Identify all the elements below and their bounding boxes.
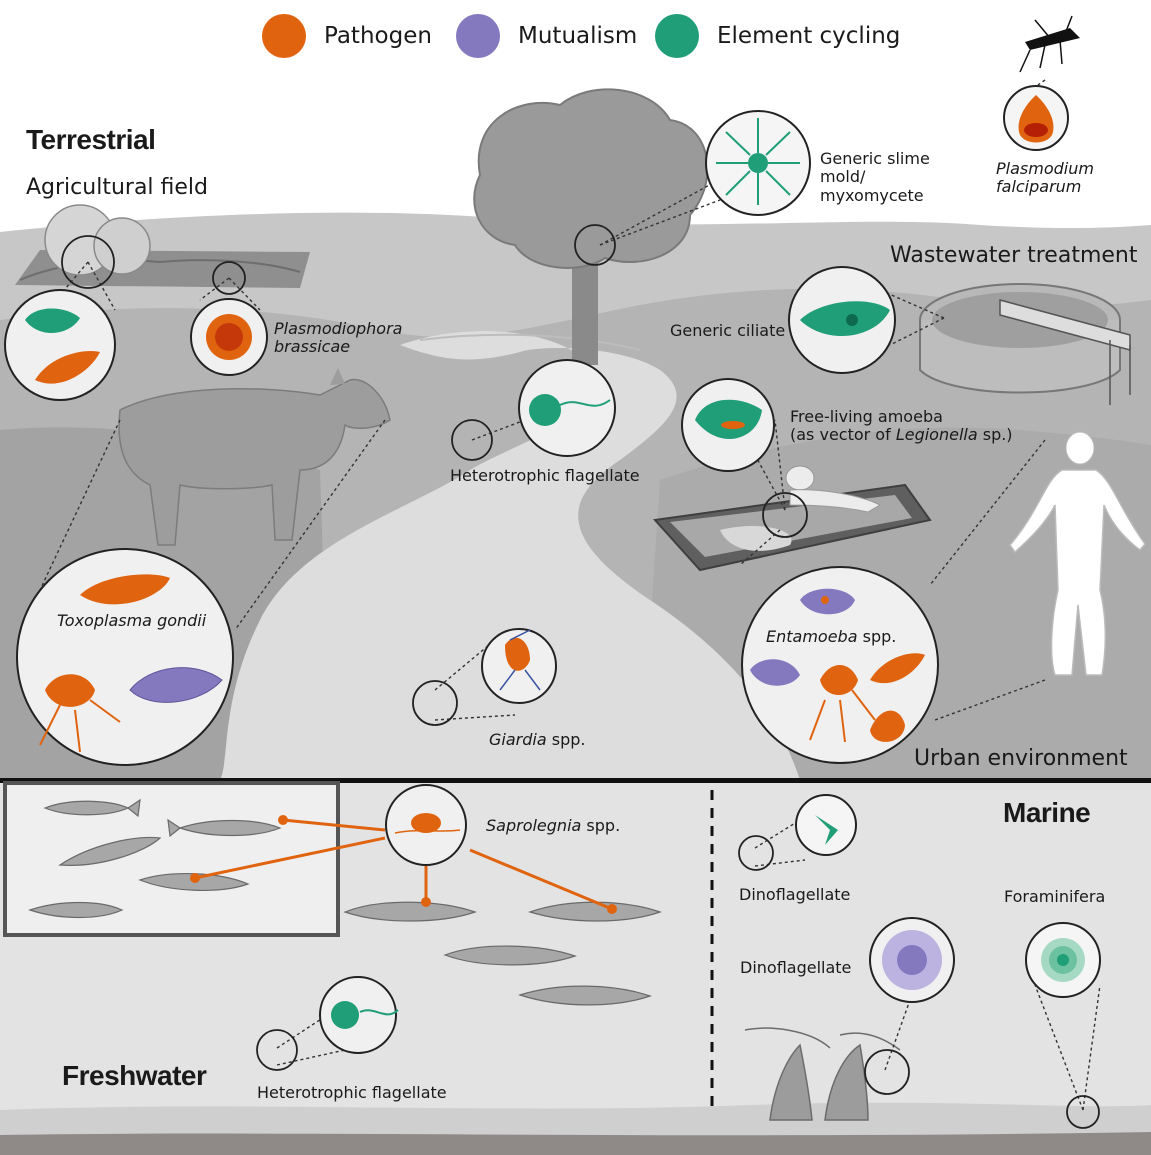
label-entamoeba-spp: spp. (857, 627, 897, 646)
saprolegnia-link-dots (190, 815, 617, 914)
section-divider (0, 778, 1151, 783)
section-urban-environment: Urban environment (914, 746, 1128, 771)
label-saprolegnia-spp: spp. (581, 816, 621, 835)
label-toxoplasma: Toxoplasma gondii (57, 611, 207, 630)
zoom-circle-foraminifera (1025, 922, 1101, 998)
zoom-circle-plasmodiophora (190, 298, 268, 376)
zoom-circle-toxoplasma (16, 548, 234, 766)
legend-element-cycling-dot (655, 14, 699, 58)
label-giardia: Giardia spp. (489, 730, 586, 749)
zoom-origin-circles (61, 224, 1100, 1129)
sea-anemone (744, 1027, 901, 1121)
zoom-circle-dinoflagellate-1 (795, 794, 857, 856)
zoom-circle-slime-mold (705, 110, 811, 216)
human-figure (1009, 431, 1146, 676)
callout-connectors (39, 79, 1101, 1111)
wastewater-tank (919, 283, 1131, 405)
label-legionella: Legionella (895, 425, 978, 445)
label-dinoflagellate-2: Dinoflagellate (740, 958, 852, 977)
legend-mutualism-dot (456, 14, 500, 58)
label-plasmodiophora: Plasmodiophora brassicae (274, 319, 403, 357)
zoom-circle-agri-cells (4, 289, 116, 401)
label-entamoeba-genus: Entamoeba (766, 627, 858, 646)
legend-pathogen: Pathogen (262, 14, 432, 58)
label-generic-ciliate: Generic ciliate (670, 321, 786, 340)
zoom-circle-saprolegnia (385, 784, 467, 866)
zoom-circle-amoeba (681, 378, 775, 472)
label-amoeba-line2: (as vector of Legionella sp.) (790, 426, 1013, 444)
section-marine: Marine (1003, 797, 1091, 828)
legend-pathogen-label: Pathogen (324, 23, 432, 49)
sediment-floor (0, 1132, 1151, 1155)
mosquito (1019, 15, 1080, 73)
label-plasmodium-line1: Plasmodium (996, 159, 1094, 178)
label-slime-mold-line1: Generic slime (820, 149, 930, 168)
winding-path (220, 331, 800, 780)
zoom-circle-giardia (481, 628, 557, 704)
cow (118, 368, 391, 546)
label-plasmodiophora-line1: Plasmodiophora (274, 319, 403, 338)
zoom-circle-plasmodium (1003, 85, 1069, 151)
fish-group (28, 798, 662, 1006)
zoom-circle-entamoeba (741, 566, 939, 764)
label-amoeba-line1: Free-living amoeba (790, 407, 943, 426)
label-slime-mold-line3: myxomycete (820, 185, 924, 205)
label-foraminifera: Foraminifera (1004, 887, 1106, 906)
label-het-flagellate-terrestrial: Heterotrophic flagellate (450, 466, 640, 485)
legend-mutualism: Mutualism (456, 14, 638, 58)
path-edge-upper (419, 333, 641, 351)
label-free-living-amoeba: Free-living amoeba (as vector of Legione… (790, 407, 1013, 445)
section-agricultural-field: Agricultural field (26, 175, 208, 200)
label-plasmodium: Plasmodium falciparum (996, 159, 1094, 197)
legend-pathogen-dot (262, 14, 306, 58)
label-slime-mold: Generic slime mold/ myxomycete (820, 149, 930, 205)
label-entamoeba: Entamoeba spp. (766, 627, 897, 646)
label-plasmodium-line2: falciparum (996, 177, 1082, 197)
legend-mutualism-label: Mutualism (518, 23, 638, 49)
label-amoeba-pre: (as vector of (790, 425, 896, 445)
label-plasmodiophora-line2: brassicae (274, 337, 351, 357)
zoom-circle-dinoflagellate-2 (869, 917, 955, 1003)
label-giardia-genus: Giardia (489, 730, 547, 749)
sandbox (652, 465, 932, 572)
label-saprolegnia-genus: Saprolegnia (486, 816, 582, 835)
label-giardia-spp: spp. (546, 730, 586, 749)
label-amoeba-post: sp.) (977, 425, 1013, 445)
zoom-circle-ciliate (788, 266, 896, 374)
legend-element-cycling-label: Element cycling (717, 23, 901, 49)
label-slime-mold-line2: mold/ (820, 167, 866, 187)
saprolegnia-links (194, 818, 613, 911)
zoom-circle-het-flagellate-terr (518, 359, 616, 457)
tree (473, 88, 709, 365)
label-saprolegnia: Saprolegnia spp. (486, 816, 621, 835)
zoom-circle-het-flagellate-fresh (319, 976, 399, 1054)
section-freshwater: Freshwater (62, 1060, 207, 1091)
section-wastewater-treatment: Wastewater treatment (890, 243, 1138, 268)
section-terrestrial: Terrestrial (26, 124, 156, 155)
legend-element-cycling: Element cycling (655, 14, 901, 58)
label-het-flagellate-freshwater: Heterotrophic flagellate (257, 1083, 447, 1102)
label-dinoflagellate-1: Dinoflagellate (739, 885, 851, 904)
